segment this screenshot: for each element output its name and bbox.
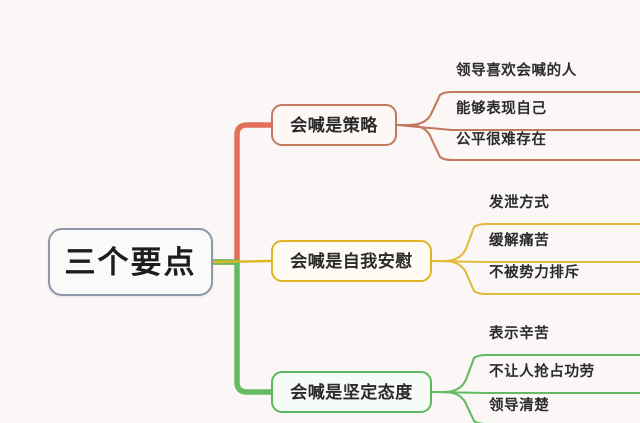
leaf-label-1-1[interactable]: 缓解痛苦: [489, 233, 550, 249]
branch-node-self-consolation-label: 会喊是自我安慰: [290, 251, 413, 271]
leaf-label-0-2[interactable]: 公平很难存在: [456, 132, 547, 148]
root-node-label: 三个要点: [64, 244, 197, 280]
branch-node-strategy[interactable]: 会喊是策略: [271, 104, 397, 146]
leaf-connector-2-1: [431, 390, 640, 395]
leaf-label-0-1[interactable]: 能够表现自己: [456, 101, 547, 117]
root-node[interactable]: 三个要点: [48, 228, 213, 296]
branch-node-strategy-label: 会喊是策略: [290, 115, 378, 135]
branch-node-firm-attitude[interactable]: 会喊是坚定态度: [271, 371, 432, 413]
leaf-connector-0-1: [396, 123, 640, 132]
leaf-label-2-1[interactable]: 不让人抢占功劳: [489, 364, 595, 380]
leaf-label-1-0[interactable]: 发泄方式: [489, 195, 550, 211]
trunk-connector-branch-0: [210, 122, 274, 265]
leaf-connector-0-0: [397, 90, 640, 127]
trunk-connector-branch-1: [211, 259, 273, 264]
branch-node-self-consolation[interactable]: 会喊是自我安慰: [271, 240, 432, 282]
leaf-connector-1-0: [432, 222, 640, 263]
leaf-connector-2-0: [432, 353, 640, 394]
leaf-label-1-2[interactable]: 不被势力排斥: [489, 265, 580, 281]
leaf-connector-0-2: [397, 123, 640, 162]
branch-node-firm-attitude-label: 会喊是坚定态度: [290, 382, 413, 402]
leaf-connector-1-2: [432, 259, 640, 296]
leaf-label-2-0[interactable]: 表示辛苦: [489, 326, 550, 342]
leaf-connector-2-2: [432, 390, 640, 423]
leaf-connector-1-1: [431, 259, 640, 264]
leaf-label-0-0[interactable]: 领导喜欢会喊的人: [456, 63, 577, 79]
leaf-label-2-2[interactable]: 领导清楚: [489, 398, 550, 414]
trunk-connector-branch-2: [210, 259, 274, 395]
